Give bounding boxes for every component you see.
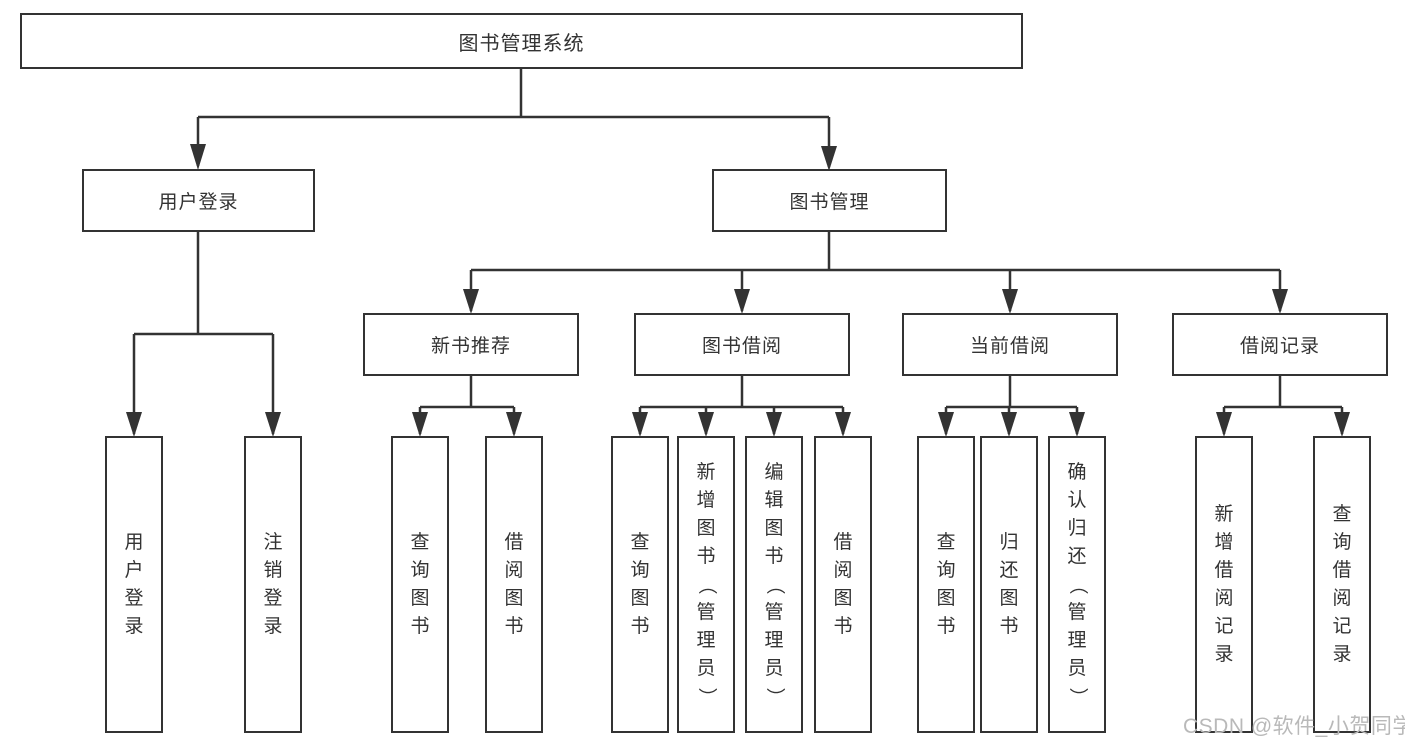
leaf-user-login-label: 用户登录 <box>124 531 144 637</box>
leaf-edit-book-admin-label: 编辑图书（管理员） <box>764 461 785 707</box>
node-borrow-record: 借阅记录 <box>1172 313 1388 376</box>
leaf-logout-label: 注销登录 <box>263 531 283 637</box>
leaf-edit-book-admin: 编辑图书（管理员） <box>745 436 803 733</box>
leaf-borrow-query-book: 查询图书 <box>611 436 669 733</box>
leaf-newbook-borrow-label: 借阅图书 <box>504 531 524 637</box>
leaf-confirm-return-admin-label: 确认归还（管理员） <box>1067 461 1088 707</box>
node-borrow-record-label: 借阅记录 <box>1239 336 1320 357</box>
node-root-system: 图书管理系统 <box>20 13 1023 69</box>
leaf-current-query-book-label: 查询图书 <box>936 531 956 637</box>
leaf-confirm-return-admin: 确认归还（管理员） <box>1048 436 1106 733</box>
leaf-borrow-query-book-label: 查询图书 <box>630 531 650 637</box>
leaf-newbook-borrow: 借阅图书 <box>485 436 543 733</box>
leaf-newbook-query: 查询图书 <box>391 436 449 733</box>
leaf-return-book-label: 归还图书 <box>999 531 1019 637</box>
leaf-user-login: 用户登录 <box>105 436 163 733</box>
node-book-borrow-label: 图书借阅 <box>701 336 782 357</box>
node-current-borrow-label: 当前借阅 <box>969 336 1050 357</box>
node-current-borrow: 当前借阅 <box>902 313 1118 376</box>
node-root-label: 图书管理系统 <box>458 32 585 55</box>
node-book-borrow: 图书借阅 <box>634 313 850 376</box>
leaf-query-borrow-record: 查询借阅记录 <box>1313 436 1371 733</box>
leaf-add-borrow-record-label: 新增借阅记录 <box>1214 503 1234 665</box>
leaf-add-book-admin-label: 新增图书（管理员） <box>696 461 717 707</box>
arrowheads <box>126 144 1350 437</box>
node-new-book-recommend: 新书推荐 <box>363 313 579 376</box>
leaf-return-book: 归还图书 <box>980 436 1038 733</box>
leaf-query-borrow-record-label: 查询借阅记录 <box>1332 503 1352 665</box>
leaf-newbook-query-label: 查询图书 <box>410 531 430 637</box>
node-book-management: 图书管理 <box>712 169 947 232</box>
leaf-current-query-book: 查询图书 <box>917 436 975 733</box>
node-user-login: 用户登录 <box>82 169 315 232</box>
leaf-add-borrow-record: 新增借阅记录 <box>1195 436 1253 733</box>
leaf-add-book-admin: 新增图书（管理员） <box>677 436 735 733</box>
node-book-management-label: 图书管理 <box>789 192 870 213</box>
leaf-borrow-book-label: 借阅图书 <box>833 531 853 637</box>
leaf-borrow-book: 借阅图书 <box>814 436 872 733</box>
csdn-watermark: CSDN @软件_小贺同学 <box>1183 715 1405 738</box>
node-user-login-label: 用户登录 <box>158 192 239 213</box>
node-new-book-recommend-label: 新书推荐 <box>430 336 511 357</box>
leaf-logout: 注销登录 <box>244 436 302 733</box>
